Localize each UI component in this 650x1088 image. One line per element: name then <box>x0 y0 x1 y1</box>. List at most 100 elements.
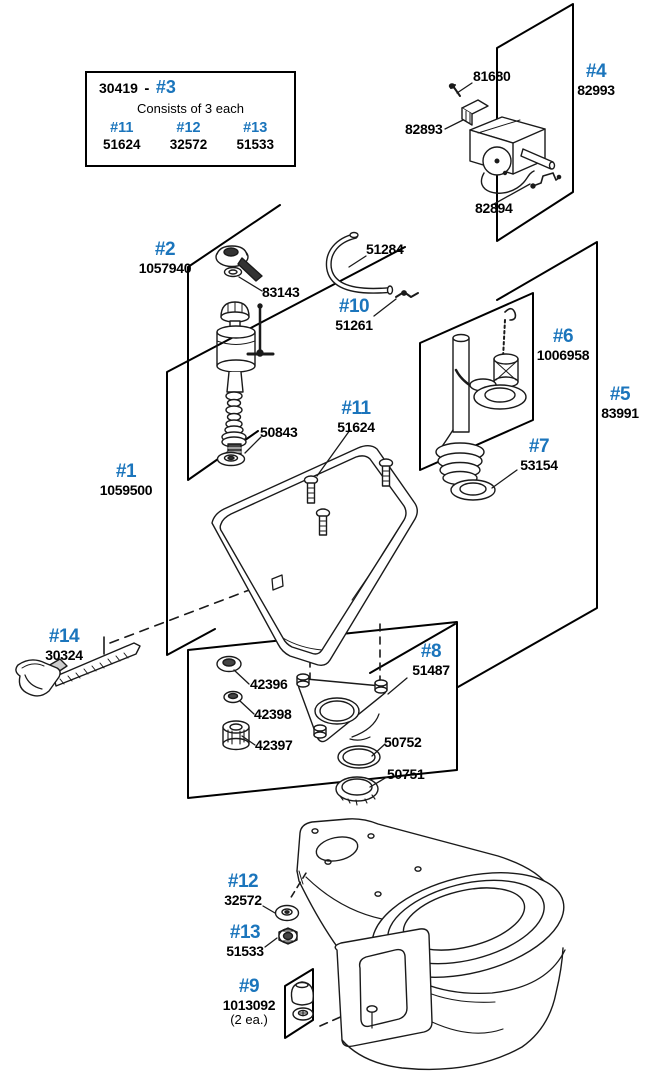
kit-ref: #3 <box>155 77 176 97</box>
label-group-9: #9 1013092 (2 ea.) <box>218 976 280 1027</box>
label-group-1: #1 1059500 <box>94 461 158 498</box>
ref-number: #8 <box>420 641 442 662</box>
kit-item-ref: #11 <box>110 120 134 136</box>
cap-1013092 <box>290 981 314 1006</box>
panel-6 <box>419 292 534 471</box>
part-number: 51284 <box>366 241 404 257</box>
panel-1 <box>166 246 406 656</box>
kit-note: Consists of 3 each <box>137 101 244 116</box>
kit-item: #11 51624 <box>103 120 141 152</box>
ref-number: #9 <box>238 976 260 997</box>
part-number: 1006958 <box>536 346 590 363</box>
part-number: 82894 <box>475 200 513 216</box>
bowl-drawing <box>296 818 566 1071</box>
tank-body <box>211 445 418 667</box>
part-number: 42398 <box>254 706 292 722</box>
label-group-6: #6 1006958 <box>533 326 593 363</box>
bolt-hardware-drawing <box>274 904 300 945</box>
tank-bolt-1 <box>303 475 319 504</box>
kit-box-30419: 30419 - #3 Consists of 3 each #11 51624 … <box>85 71 296 167</box>
ref-number: #11 <box>341 398 371 419</box>
part-number: 81680 <box>473 68 511 84</box>
triangle-plate-51487 <box>296 673 388 743</box>
tank-drawing <box>211 445 418 667</box>
part-number: 50843 <box>260 424 298 440</box>
part-quantity-note: (2 ea.) <box>230 1011 268 1027</box>
part-number: 32572 <box>224 891 262 908</box>
clip-51261 <box>395 291 419 298</box>
label-group-12: #12 32572 <box>219 871 267 908</box>
actuator-drawing <box>448 83 562 194</box>
part-number: 1057940 <box>138 259 192 276</box>
label-50752: 50752 <box>384 734 422 750</box>
ref-number: #6 <box>552 326 574 347</box>
part-number: 42396 <box>250 676 288 692</box>
part-number: 82993 <box>577 81 615 98</box>
fill-valve-drawing <box>215 245 275 467</box>
trip-lever-dash <box>109 583 266 644</box>
kit-item-part: 51533 <box>236 136 274 152</box>
bolt-cap-drawing <box>290 981 314 1021</box>
part-number: 53154 <box>520 456 558 473</box>
label-50751: 50751 <box>387 766 425 782</box>
kit-item-ref: #12 <box>176 120 201 136</box>
label-group-2: #2 1057940 <box>134 239 196 276</box>
refill-tube-drawing <box>325 231 419 298</box>
hook-82894 <box>532 172 561 187</box>
part-number: 51624 <box>337 418 375 435</box>
panel-8 <box>187 621 458 799</box>
label-group-8: #8 51487 <box>405 641 457 678</box>
cable <box>480 170 535 194</box>
label-82893: 82893 <box>405 121 443 137</box>
label-group-5: #5 83991 <box>597 384 643 421</box>
panel-outlines <box>166 3 598 1039</box>
kit-separator: - <box>144 80 150 97</box>
part-number: 1013092 <box>222 996 276 1013</box>
tank-bolt-2 <box>315 508 331 536</box>
part-number: 50752 <box>384 734 422 750</box>
ref-number: #2 <box>154 239 176 260</box>
label-group-14: #14 30324 <box>40 626 88 663</box>
ref-number: #7 <box>528 436 550 457</box>
panel-8-inner-line <box>369 623 456 674</box>
label-42397: 42397 <box>255 737 293 753</box>
ring-50751 <box>335 776 379 806</box>
inlet-hole <box>315 836 359 862</box>
ref-number: #4 <box>585 61 607 82</box>
part-number: 1059500 <box>99 481 153 498</box>
label-group-13: #13 51533 <box>221 922 269 959</box>
label-group-10: #10 51261 <box>330 296 378 333</box>
ref-number: #14 <box>48 626 80 647</box>
ref-number: #13 <box>229 922 261 943</box>
label-82894: 82894 <box>475 200 513 216</box>
label-50843: 50843 <box>260 424 298 440</box>
tank-bolt-3 <box>378 458 394 487</box>
label-group-4: #4 82993 <box>570 61 622 98</box>
part-number: 51487 <box>412 661 450 678</box>
wing-nut-42397 <box>222 720 250 751</box>
kit-part-number: 30419 <box>99 80 138 96</box>
leader-lines <box>233 82 531 948</box>
kit-item: #13 51533 <box>236 120 274 152</box>
washer-12-dash <box>289 872 307 900</box>
part-number: 30324 <box>45 646 83 663</box>
ref-number: #12 <box>227 871 259 892</box>
panel-9 <box>284 968 314 1039</box>
kit-item: #12 32572 <box>170 120 208 152</box>
part-number: 50751 <box>387 766 425 782</box>
label-42398: 42398 <box>254 706 292 722</box>
part-number: 51533 <box>226 942 264 959</box>
tank-to-bowl-kit-drawing <box>216 655 388 806</box>
label-42396: 42396 <box>250 676 288 692</box>
kit-item-ref: #13 <box>243 120 268 136</box>
label-group-7: #7 53154 <box>515 436 563 473</box>
label-83143: 83143 <box>262 284 300 300</box>
kit-items: #11 51624 #12 32572 #13 51533 <box>93 116 288 152</box>
panel-5 <box>457 241 598 688</box>
part-number: 42397 <box>255 737 293 753</box>
lever-handle <box>15 659 61 697</box>
part-number: 51261 <box>335 316 373 333</box>
ref-number: #10 <box>338 296 370 317</box>
